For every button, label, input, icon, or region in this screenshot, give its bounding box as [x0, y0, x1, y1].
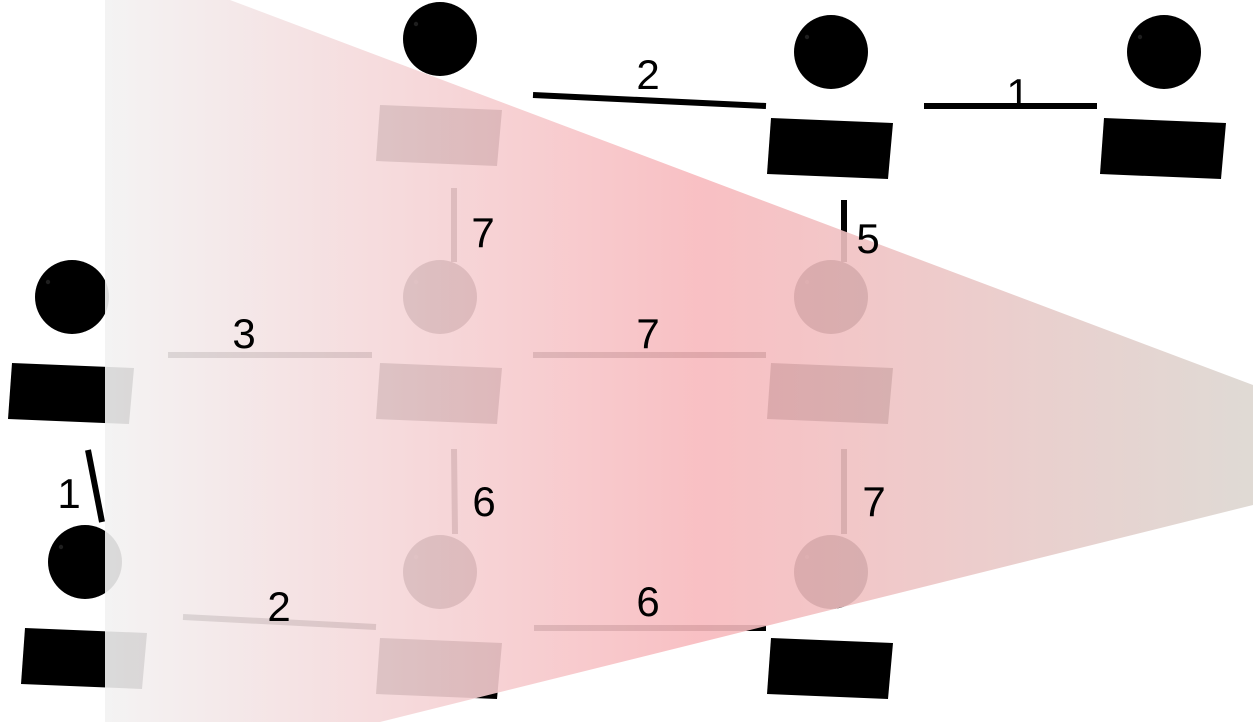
edge-weight-label: 5 [856, 215, 879, 262]
edge-weight-label: 2 [267, 583, 290, 630]
edge-weight-label: 1 [1006, 70, 1029, 117]
edge-weight-label: 6 [472, 478, 495, 525]
edge-weight-label: 2 [636, 51, 659, 98]
edge-weight-label: 7 [862, 478, 885, 525]
person-top-mid [755, 15, 913, 204]
edge-weight-label: 7 [636, 310, 659, 357]
edge-weight-label: 6 [636, 578, 659, 625]
edge-mid-far-left-bottom-far-left [85, 449, 105, 523]
spotlight-beam [105, 0, 1253, 722]
edge-weight-label: 1 [57, 470, 80, 517]
labels-layer: 2 1 7 5 3 7 6 7 1 2 6 [57, 51, 1029, 630]
edge-weight-label: 7 [471, 209, 494, 256]
edge-weight-label: 3 [232, 310, 255, 357]
edge-top-left-top-mid [532, 92, 767, 109]
person-top-right [1088, 15, 1246, 204]
